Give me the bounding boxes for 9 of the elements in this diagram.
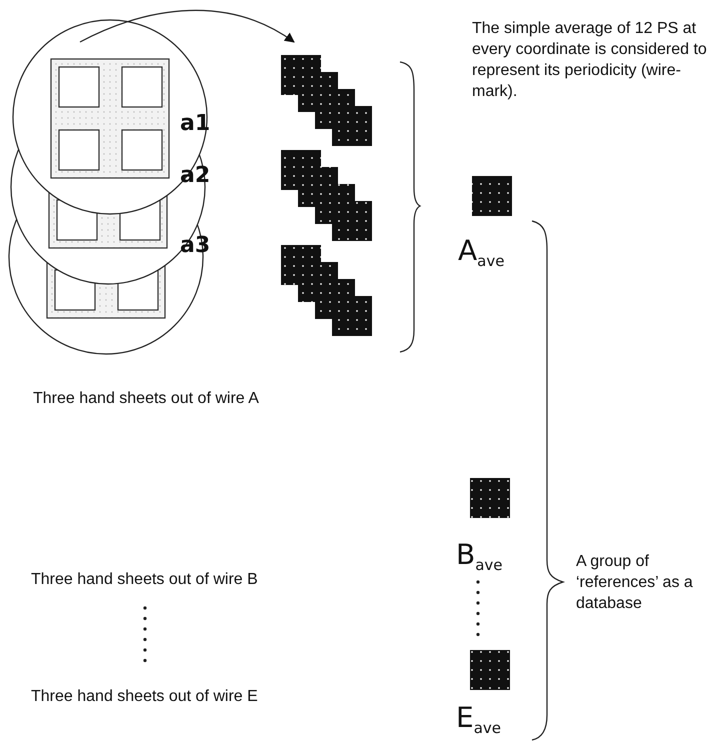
average-label: E$_{ave}$ <box>456 703 502 739</box>
sheet-caption: Three hand sheets out of wire B <box>31 570 258 590</box>
average-label: A$_{ave}$ <box>458 236 504 272</box>
sheet-caption: Three hand sheets out of wire A <box>33 389 259 409</box>
description-text: The simple average of 12 PS at every coordinate is considered to represent its periodicity (wire-mark). <box>472 19 708 102</box>
average-label: B$_{ave}$ <box>456 540 503 576</box>
description-text: A group of ‘references’ as a database <box>576 552 694 614</box>
curved-arrow <box>80 10 295 43</box>
sheet-caption: Three hand sheets out of wire E <box>31 687 258 707</box>
